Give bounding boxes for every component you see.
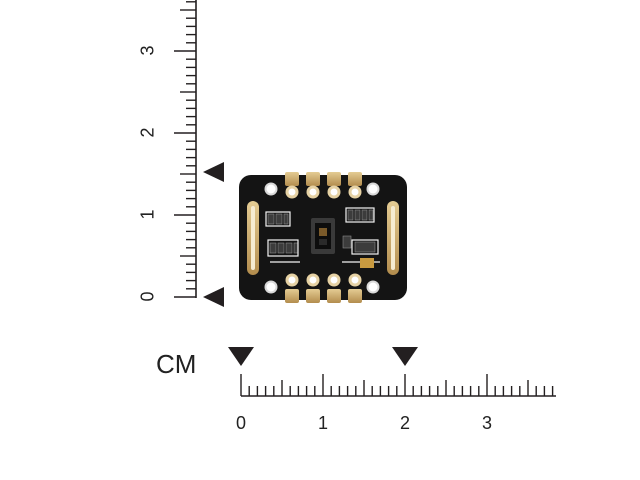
bottom-pin-pad xyxy=(306,289,320,303)
vertical-tick-label: 1 xyxy=(137,209,158,220)
horizontal-tick-label: 0 xyxy=(235,413,247,433)
sensor-chip xyxy=(311,218,335,254)
smd-component xyxy=(277,242,285,254)
top-pin-pad xyxy=(348,172,362,186)
vertical-tick-label: 0 xyxy=(137,291,158,302)
smd-component xyxy=(347,209,354,221)
smd-component xyxy=(269,242,277,254)
smd-component xyxy=(267,213,275,225)
horizontal-left-marker-icon xyxy=(228,347,254,366)
horizontal-tick-label: 3 xyxy=(481,413,493,433)
smd-component xyxy=(275,213,283,225)
vertical-bottom-marker-icon xyxy=(203,287,224,307)
bottom-pin-pad xyxy=(327,289,341,303)
vertical-top-marker-icon xyxy=(203,162,224,182)
smd-component xyxy=(361,209,368,221)
horizontal-tick-label: 2 xyxy=(399,413,411,433)
smd-component xyxy=(342,235,352,249)
mounting-hole-icon xyxy=(264,182,380,294)
horizontal-right-marker-icon xyxy=(392,347,418,366)
vertical-tick-label: 2 xyxy=(137,127,158,138)
vertical-tick-label: 3 xyxy=(137,45,158,56)
top-pin-pad xyxy=(285,172,299,186)
bottom-pin-pad xyxy=(348,289,362,303)
bottom-pin-pad xyxy=(285,289,299,303)
smd-component xyxy=(285,242,293,254)
smd-component xyxy=(283,213,289,225)
smd-component xyxy=(354,209,361,221)
smd-component xyxy=(354,241,376,253)
smd-component xyxy=(368,209,374,221)
top-pin-pad xyxy=(306,172,320,186)
smd-component xyxy=(293,242,299,254)
top-pin-pad xyxy=(327,172,341,186)
unit-label: CM xyxy=(156,349,197,379)
horizontal-tick-label: 1 xyxy=(317,413,329,433)
